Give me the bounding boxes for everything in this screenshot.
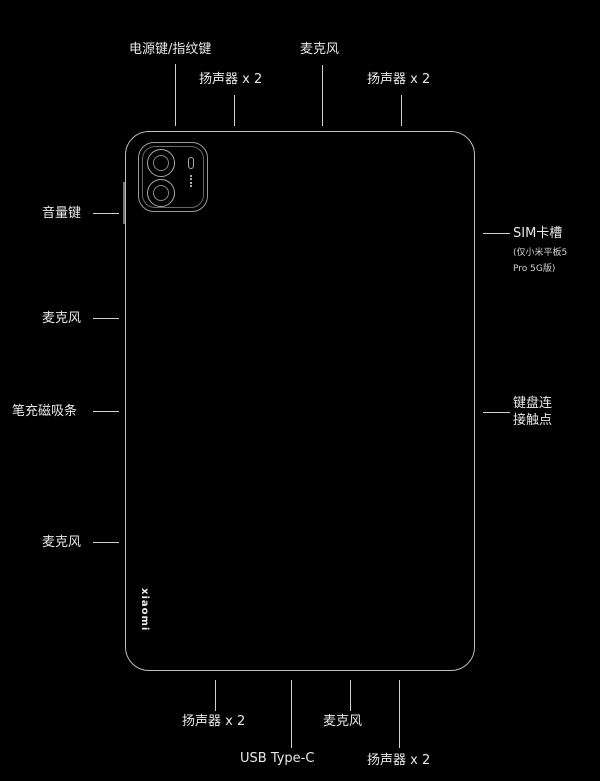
leader-line [291, 680, 292, 748]
leader-line [401, 95, 402, 126]
label-sim-slot: SIM卡槽 [513, 226, 563, 241]
volume-key-bar [123, 182, 125, 224]
label-power-key: 电源键/指纹键 [129, 42, 212, 57]
label-sim-note-2: Pro 5G版) [513, 264, 556, 274]
camera-lens-icon [147, 179, 175, 207]
flash-icon [188, 157, 194, 169]
leader-line [93, 411, 119, 412]
leader-line [234, 95, 235, 126]
label-keyboard-contact-1: 键盘连 [513, 396, 553, 411]
camera-module [138, 142, 208, 212]
leader-line [322, 65, 323, 126]
leader-line [350, 680, 351, 711]
label-keyboard-contact-2: 接触点 [513, 413, 553, 428]
label-mic-left-upper: 麦克风 [42, 311, 82, 326]
leader-line [93, 542, 119, 543]
label-pen-magnet: 笔充磁吸条 [12, 404, 78, 419]
leader-line [215, 680, 216, 711]
label-mic-bottom: 麦克风 [323, 714, 363, 729]
leader-line [399, 680, 400, 748]
label-volume-key: 音量键 [42, 206, 82, 221]
camera-lens-icon [147, 149, 175, 177]
tablet-outline [125, 131, 475, 671]
brand-logo: xiaomi [139, 588, 150, 632]
label-mic-top: 麦克风 [300, 42, 340, 57]
leader-line [483, 233, 510, 234]
label-mic-left-lower: 麦克风 [42, 535, 82, 550]
leader-line [93, 318, 119, 319]
label-usb-type-c: USB Type-C [240, 751, 315, 766]
leader-line [175, 64, 176, 126]
label-speaker-bottom-right: 扬声器 x 2 [367, 753, 431, 768]
leader-line [93, 213, 119, 214]
sensor-icon [190, 175, 194, 187]
label-speaker-top-left: 扬声器 x 2 [199, 72, 263, 87]
leader-line [483, 412, 510, 413]
label-speaker-top-right: 扬声器 x 2 [367, 72, 431, 87]
label-sim-note-1: (仅小米平板5 [513, 248, 568, 258]
label-speaker-bottom-left: 扬声器 x 2 [182, 714, 246, 729]
